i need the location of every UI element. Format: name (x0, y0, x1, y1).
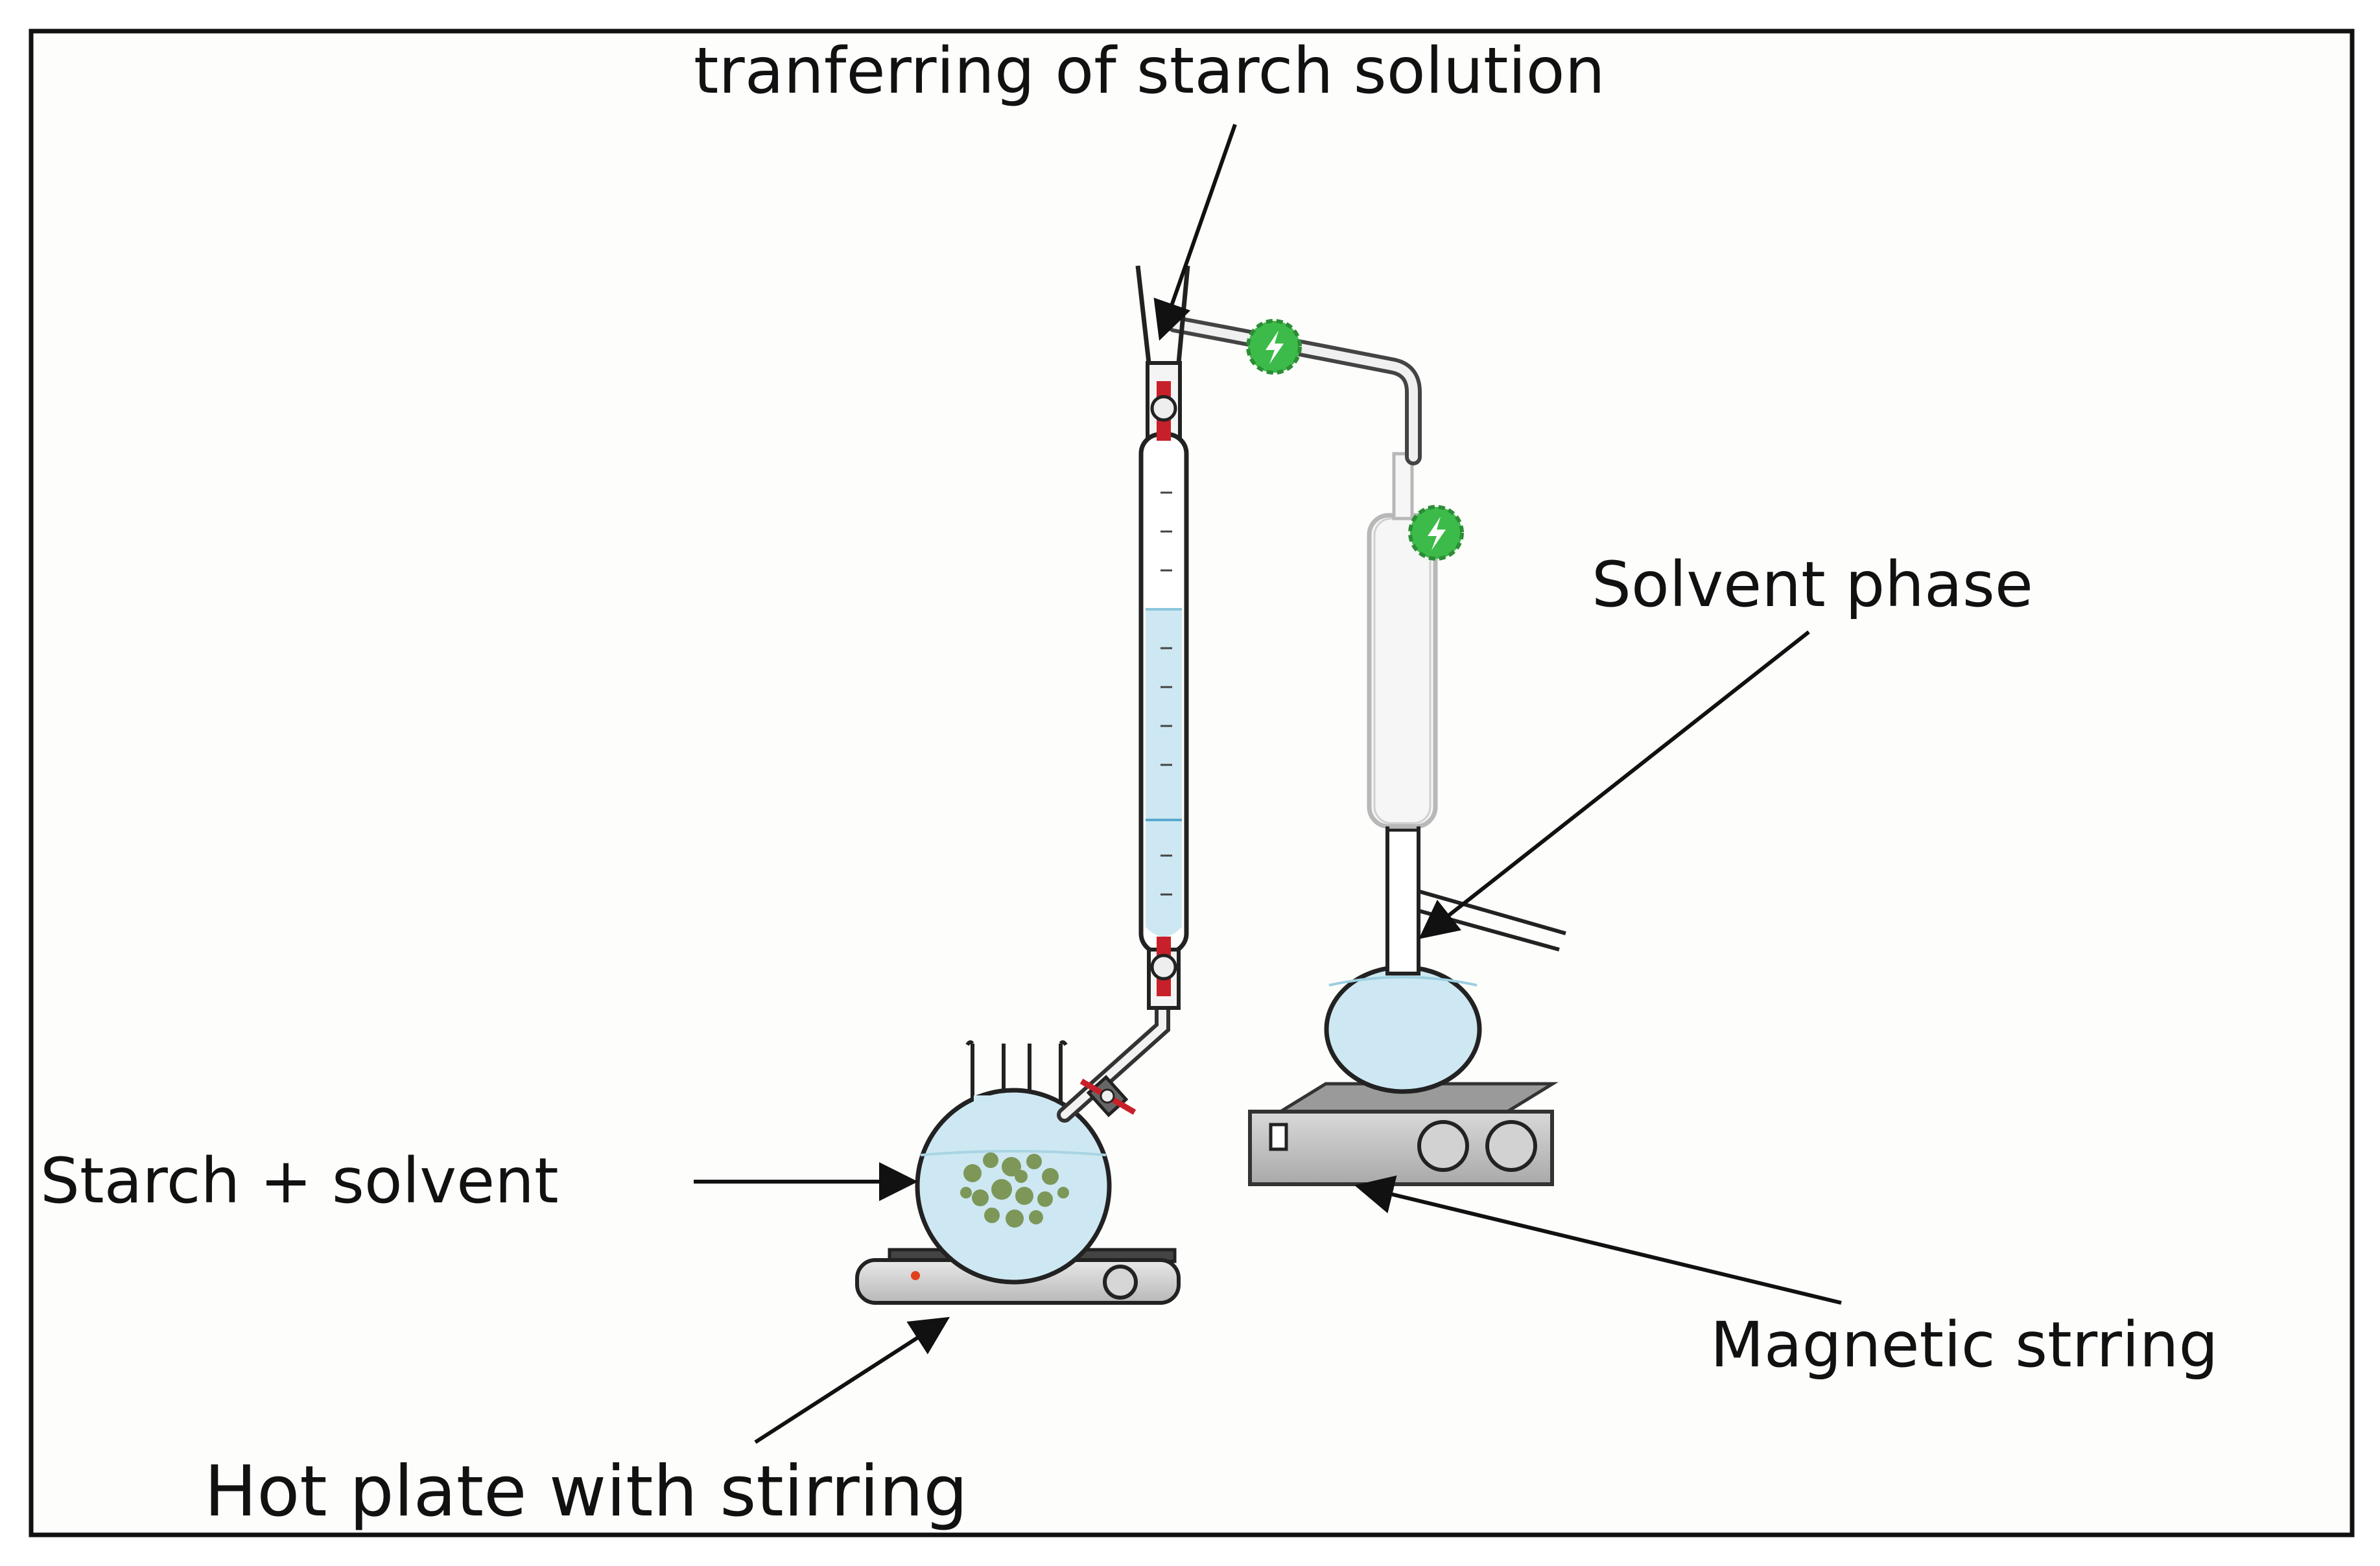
arrow-solvent-phase (1419, 630, 1810, 939)
extraction-column (1135, 265, 1190, 1010)
label-magnetic: Magnetic strring (1710, 1309, 2218, 1381)
arrow-hot-plate (754, 1316, 950, 1444)
hot-plate-indicator (911, 1271, 920, 1280)
arrow-magnetic (1354, 1175, 1842, 1305)
stirrer-knob-right (1485, 1120, 1537, 1172)
connector-top (1246, 319, 1302, 375)
label-starch-solvent: Starch + solvent (40, 1145, 559, 1217)
receiving-flask (1324, 828, 1482, 1094)
side-arm (1057, 994, 1170, 1123)
leader-lines (694, 124, 1842, 1444)
stopcock-icon (1150, 937, 1177, 996)
hot-plate-knob (1103, 1265, 1138, 1300)
starch-particles (960, 1152, 1069, 1228)
frame-border (29, 29, 2355, 1537)
lightning-bolt-icon (1428, 517, 1446, 550)
magnetic-stirrer (1248, 1082, 1559, 1186)
transfer-tube (1166, 316, 1422, 465)
lightning-bolt-icon (1266, 331, 1284, 364)
arrow-transfer (1153, 124, 1237, 341)
label-hot-plate: Hot plate with stirring (204, 1451, 968, 1532)
label-transfer: tranferring of starch solution (694, 34, 1605, 108)
stirrer-knob-left (1417, 1120, 1469, 1172)
stopcock-icon (1079, 1075, 1137, 1117)
stirrer-switch (1269, 1123, 1288, 1151)
connector-condenser (1408, 505, 1464, 561)
label-solvent-phase: Solvent phase (1592, 548, 2033, 621)
stopcock-icon (1150, 381, 1177, 441)
